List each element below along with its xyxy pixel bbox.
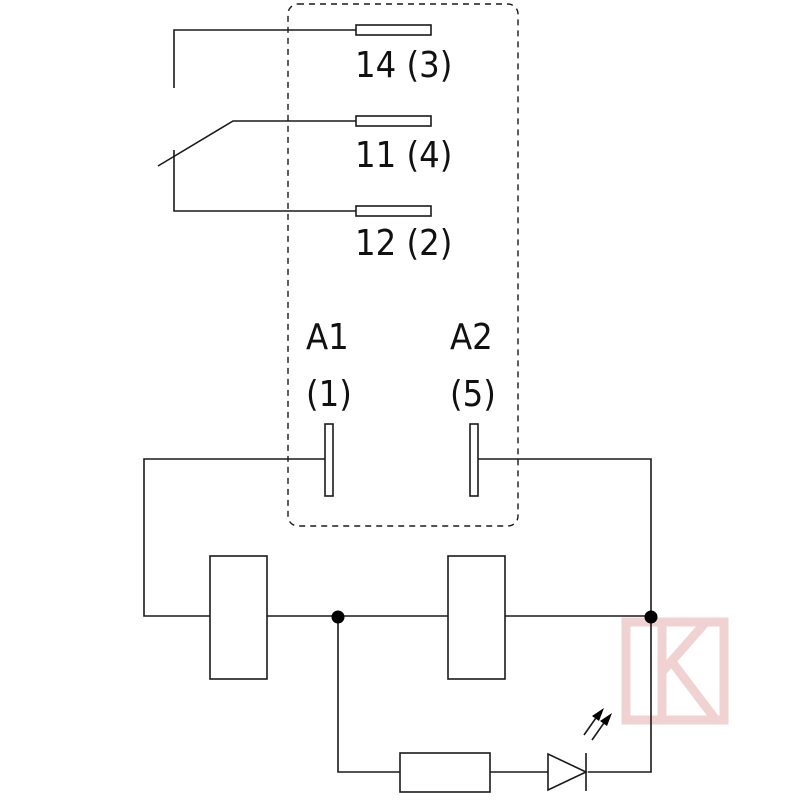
coil-block-right bbox=[447, 555, 506, 680]
junction-dot-right bbox=[644, 610, 658, 624]
terminal-11-pin bbox=[355, 115, 432, 127]
coil-a2-label: A2 bbox=[450, 317, 493, 358]
switch-contact-icon bbox=[157, 29, 356, 212]
terminal-12-label: 12 (2) bbox=[355, 223, 452, 264]
resistor-icon bbox=[399, 752, 491, 793]
terminal-14-pin bbox=[355, 24, 432, 36]
junction-dot-left bbox=[331, 610, 345, 624]
coil-a2-terminal bbox=[469, 423, 479, 497]
terminal-11-label: 11 (4) bbox=[355, 135, 452, 176]
terminal-12-pin bbox=[355, 205, 432, 217]
relay-housing-outline bbox=[287, 3, 519, 527]
led-diode-icon bbox=[547, 708, 612, 792]
terminal-14-label: 14 (3) bbox=[355, 45, 452, 86]
watermark-logo bbox=[621, 617, 729, 725]
coil-a1-terminal bbox=[324, 423, 334, 497]
coil-block-left bbox=[209, 555, 268, 680]
coil-a2-alt-label: (5) bbox=[450, 374, 496, 415]
coil-a1-alt-label: (1) bbox=[306, 374, 352, 415]
coil-a1-label: A1 bbox=[306, 317, 349, 358]
